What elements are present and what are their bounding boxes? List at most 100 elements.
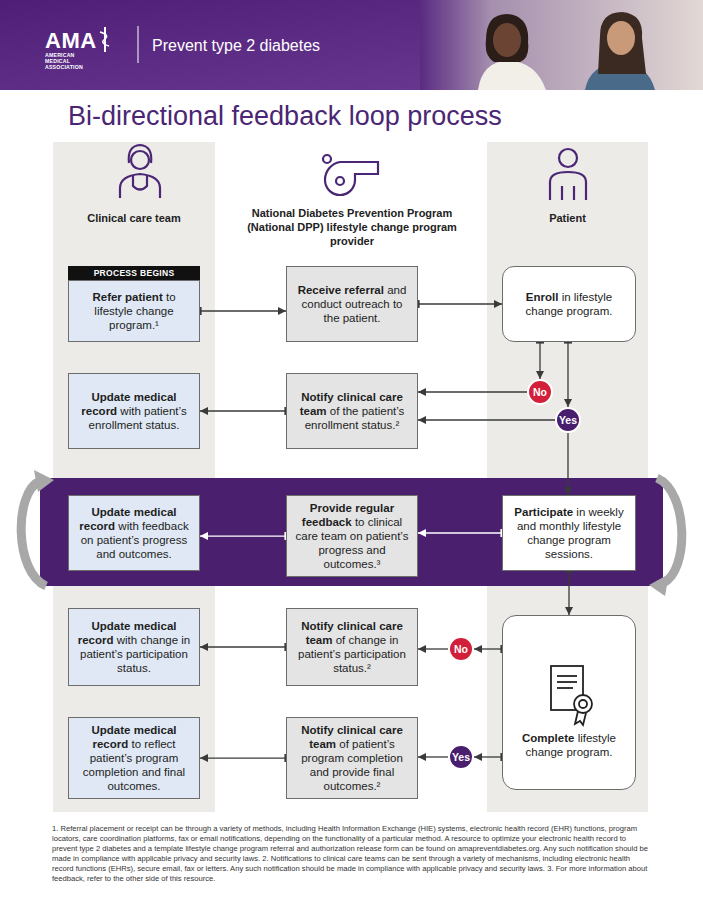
step-text: Notify clinical care teamof change in pa…	[293, 619, 411, 675]
feedback-loop-band	[40, 478, 663, 586]
flow-arrow	[200, 310, 286, 311]
step-text: Enrollin lifestyle change program.	[509, 290, 629, 318]
document-line	[557, 687, 573, 689]
snake	[100, 32, 109, 46]
step-text: Update medical recordto reflect patient’…	[75, 723, 193, 793]
step-action: Enroll	[526, 291, 559, 303]
patient-step-box: Completelifestyle change program.	[502, 615, 636, 790]
flow-arrow	[568, 571, 569, 615]
flow-arrow	[418, 303, 502, 304]
yes-decision-circle: Yes	[448, 744, 474, 770]
no-decision-circle: No	[527, 379, 553, 405]
stethoscope	[133, 176, 147, 190]
flow-arrow	[567, 342, 568, 407]
loop-arc	[657, 478, 682, 583]
leg	[561, 186, 563, 200]
clinical-step-box: Update medical recordto reflect patient’…	[68, 717, 200, 799]
whistle-ring	[323, 155, 331, 163]
hair	[129, 145, 152, 163]
badge	[574, 695, 592, 713]
decision-text: Yes	[559, 415, 577, 426]
yes-decision-circle: Yes	[555, 407, 581, 433]
document-line	[557, 681, 577, 683]
step-text: Receive referraland conduct outreach to …	[293, 283, 411, 325]
flow-arrow	[418, 532, 502, 533]
tag-text: PROCESS BEGINS	[94, 269, 175, 278]
header-band: AMAAMERICAN MEDICAL ASSOCIATION Prevent t…	[0, 0, 703, 90]
clinical-step-box: Refer patientto lifestyle change program…	[68, 280, 200, 342]
logo-wordmark: AMA	[45, 30, 105, 52]
flow-arrow	[200, 410, 286, 411]
step-action: Complete	[522, 732, 574, 744]
decision-text: Yes	[452, 752, 470, 763]
column-heading: Patient	[487, 212, 648, 226]
start-tag: PROCESS BEGINS	[68, 266, 200, 280]
provider-step-box: Notify clinical care teamof the patient’…	[286, 373, 418, 449]
certificate-icon	[503, 616, 637, 736]
hair	[598, 12, 646, 74]
step-text: Refer patientto lifestyle change program…	[75, 290, 193, 332]
no-decision-circle: No	[448, 636, 474, 662]
flow-arrow	[418, 391, 527, 392]
header-ground	[0, 0, 703, 90]
loop-arrow	[21, 470, 54, 586]
column-heading: Clinical care team	[53, 212, 215, 226]
clinical-step-box: Update medical recordwith patient’s enro…	[68, 373, 200, 449]
loop-arrowhead	[34, 470, 54, 492]
photo-ground	[420, 0, 703, 90]
provider-step-box: Provide regular feedbackto clinical care…	[286, 495, 418, 577]
flow-arrow	[418, 648, 448, 649]
document-line	[557, 675, 577, 677]
header-divider	[138, 26, 139, 63]
leg	[573, 186, 575, 200]
loop-arrow	[649, 478, 682, 596]
clinical-step-box: Update medical recordwith feedback on pa…	[68, 495, 200, 571]
decision-text: No	[454, 644, 468, 655]
step-action: Participate	[514, 506, 573, 518]
provider-step-box: Notify clinical care teamof patient’s pr…	[286, 717, 418, 799]
flow-arrow	[539, 342, 540, 379]
flow-arrow	[418, 756, 448, 757]
header-tagline: Prevent type 2 diabetes	[152, 36, 422, 55]
face	[493, 23, 521, 57]
head	[559, 149, 577, 167]
badge-center	[579, 700, 587, 708]
loop-arrowhead	[649, 574, 669, 596]
provider-step-box: Notify clinical care teamof change in pa…	[286, 608, 418, 686]
footnotes: 1. Referral placement or receipt can be …	[52, 824, 653, 884]
column-strip	[53, 142, 215, 812]
step-text: Update medical recordwith patient’s enro…	[75, 390, 193, 432]
patient-step-box: Participatein weekly and monthly lifesty…	[502, 495, 636, 571]
clinician-icon	[120, 145, 160, 198]
ama-symbol	[100, 27, 109, 52]
provider-step-box: Receive referraland conduct outreach to …	[286, 266, 418, 342]
hair	[486, 14, 529, 62]
step-text: Update medical recordwith change in pati…	[75, 619, 193, 675]
flow-arrow	[200, 646, 286, 647]
whistle-body	[325, 162, 378, 195]
column-heading: National Diabetes Prevention Program (Na…	[237, 207, 467, 248]
step-text: Notify clinical care teamof the patient’…	[293, 390, 411, 432]
step-action: Refer patient	[92, 291, 162, 303]
loop-arc	[21, 481, 46, 586]
decision-text: No	[533, 387, 547, 398]
coat	[478, 60, 546, 90]
step-action: Receive referral	[298, 284, 384, 296]
body	[550, 172, 586, 200]
flow-arrow	[200, 757, 286, 758]
patient-step-box: Enrollin lifestyle change program.	[502, 266, 636, 342]
whistle-icon	[323, 155, 378, 195]
step-text: Participatein weekly and monthly lifesty…	[509, 505, 629, 561]
flow-arrow	[418, 419, 555, 420]
head	[131, 151, 149, 169]
flow-arrow	[200, 535, 286, 536]
diagram-title: Bi-directional feedback loop process	[68, 100, 502, 132]
whistle-hole	[336, 177, 344, 185]
step-text: Completelifestyle change program.	[509, 731, 629, 759]
flow-arrow	[567, 433, 568, 495]
logo-name: AMERICAN MEDICAL ASSOCIATION	[45, 53, 91, 71]
face	[607, 21, 635, 55]
clinical-step-box: Update medical recordwith change in pati…	[68, 608, 200, 686]
